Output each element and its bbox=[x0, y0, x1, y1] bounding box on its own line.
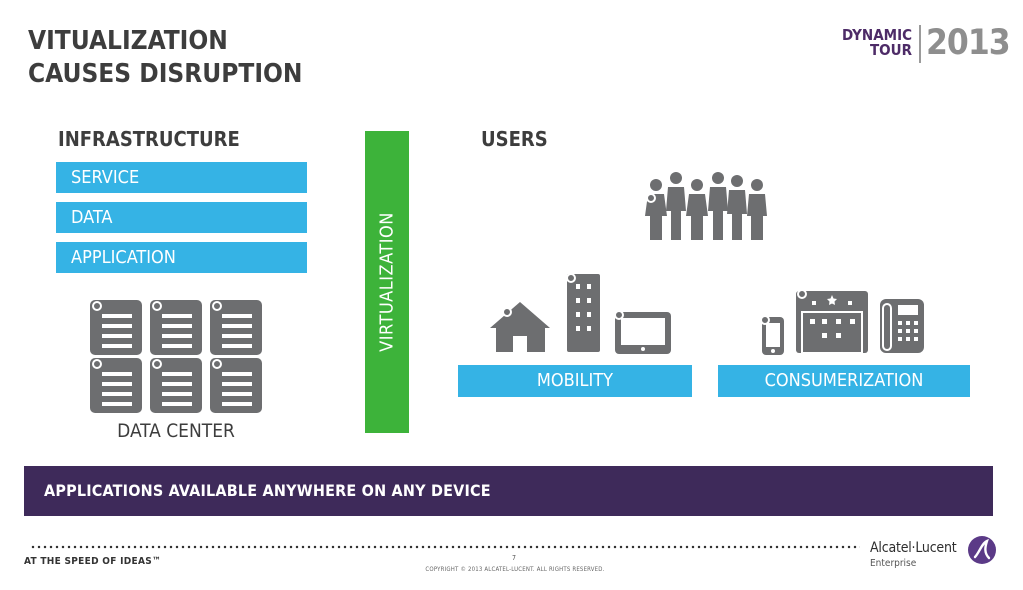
mobility-icons bbox=[490, 273, 671, 354]
footer-tagline: AT THE SPEED OF IDEAS™ bbox=[24, 556, 162, 567]
mobility-bar: MOBILITY bbox=[458, 365, 692, 397]
server-rack-icon bbox=[89, 357, 143, 414]
data-center-label: DATA CENTER bbox=[117, 420, 235, 442]
logo-line-1: DYNAMIC bbox=[842, 26, 912, 44]
house-icon bbox=[490, 302, 550, 352]
data-center-servers bbox=[89, 299, 263, 414]
smartphone-icon bbox=[760, 315, 784, 355]
people-group-icon bbox=[645, 172, 767, 240]
server-rack-icon bbox=[209, 299, 263, 356]
consumerization-icons bbox=[760, 289, 924, 355]
page-number: 7 bbox=[511, 554, 516, 562]
virtualization-bar: VIRTUALIZATION bbox=[365, 131, 409, 433]
slide-title-line-1: VITUALIZATION bbox=[28, 26, 228, 56]
logo-line-2: TOUR bbox=[869, 41, 912, 59]
summary-banner: APPLICATIONS AVAILABLE ANYWHERE ON ANY D… bbox=[24, 466, 993, 516]
brand-name: Alcatel·Lucent bbox=[870, 540, 957, 556]
brand-subtitle: Enterprise bbox=[870, 558, 917, 569]
footer-dotted-divider bbox=[30, 545, 860, 549]
server-rack-icon bbox=[89, 299, 143, 356]
server-rack-icon bbox=[149, 357, 203, 414]
alcatel-lucent-logo: Alcatel·Lucent Enterprise bbox=[868, 534, 998, 574]
copyright-notice: COPYRIGHT © 2013 ALCATEL-LUCENT. ALL RIG… bbox=[425, 566, 605, 573]
logo-year: 2013 bbox=[926, 23, 1011, 63]
consumerization-bar: CONSUMERIZATION bbox=[718, 365, 970, 397]
alcatel-lucent-swoosh-icon bbox=[968, 536, 996, 564]
service-bar: SERVICE bbox=[56, 162, 307, 193]
dynamic-tour-wordmark: DYNAMIC TOUR bbox=[842, 28, 912, 58]
slide-title-line-2: CAUSES DISRUPTION bbox=[28, 59, 303, 89]
desk-phone-icon bbox=[880, 299, 924, 353]
office-building-icon bbox=[566, 273, 600, 352]
summary-banner-text: APPLICATIONS AVAILABLE ANYWHERE ON ANY D… bbox=[44, 481, 491, 500]
hotel-building-icon bbox=[796, 289, 868, 354]
application-bar: APPLICATION bbox=[56, 242, 307, 273]
data-bar: DATA bbox=[56, 202, 307, 233]
virtualization-label: VIRTUALIZATION bbox=[376, 212, 398, 352]
server-rack-icon bbox=[209, 357, 263, 414]
dynamic-tour-logo: DYNAMIC TOUR 2013 bbox=[820, 22, 1011, 66]
slide-title: VITUALIZATION CAUSES DISRUPTION bbox=[28, 25, 303, 91]
users-heading: USERS bbox=[481, 127, 548, 151]
logo-separator bbox=[919, 25, 921, 63]
tablet-icon bbox=[614, 310, 671, 354]
server-rack-icon bbox=[149, 299, 203, 356]
infrastructure-heading: INFRASTRUCTURE bbox=[58, 127, 240, 151]
